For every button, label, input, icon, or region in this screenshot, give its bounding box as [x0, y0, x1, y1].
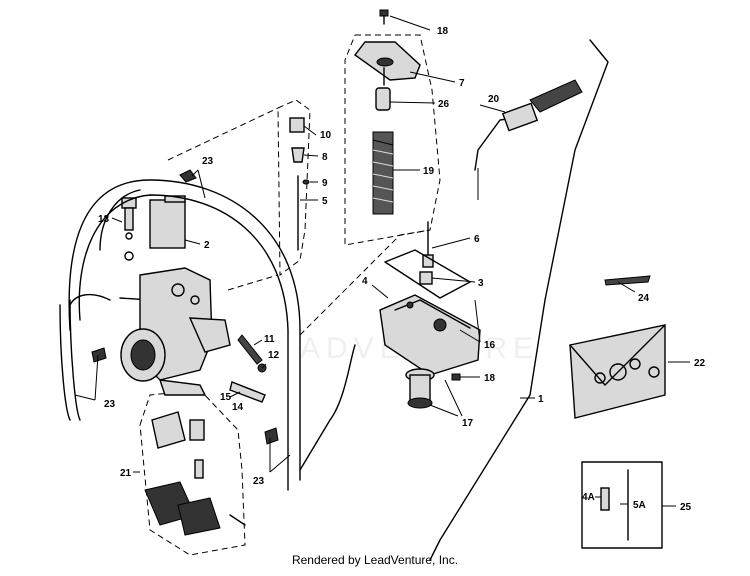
pin-24: [604, 275, 651, 286]
carburetor-body: [120, 267, 231, 396]
needle-holder-8: [291, 147, 305, 163]
needle-cap-10: [289, 117, 305, 133]
cable-elbow-20: [474, 79, 583, 200]
float-bowl-4: [379, 294, 481, 376]
callout-17: 17: [462, 418, 474, 429]
callout-7: 7: [459, 78, 465, 89]
callout-22: 22: [694, 358, 706, 369]
spring-19-coils: [372, 149, 394, 203]
spacer-26: [375, 87, 391, 111]
callout-13: 13: [98, 214, 110, 225]
guide-line-3: [299, 229, 431, 336]
screw-18-bowl: [451, 373, 461, 381]
slide-group-outline: [344, 34, 441, 246]
breather-hoses-23: [59, 179, 301, 491]
callout-15: 15: [220, 392, 232, 403]
callout-20: 20: [488, 94, 500, 105]
e-clip-9: [302, 179, 310, 185]
guide-line-1: [167, 107, 279, 161]
callout-10: 10: [320, 130, 332, 141]
needle-group-outline: [277, 99, 311, 276]
callout-12: 12: [268, 350, 280, 361]
callout-4: 4: [362, 276, 368, 287]
footer-credit: Rendered by LeadVenture, Inc.: [291, 553, 459, 567]
callout-16: 16: [484, 340, 496, 351]
screw-18-top: [379, 9, 389, 25]
tag-2: [149, 195, 186, 249]
callout-25: 25: [680, 502, 692, 513]
callout-19: 19: [423, 166, 435, 177]
callout-21: 21: [120, 468, 132, 479]
callout-26: 26: [438, 99, 450, 110]
idle-screw-15: [229, 381, 266, 403]
callout-23-left: 23: [104, 399, 116, 410]
callout-1: 1: [538, 394, 544, 405]
callout-5A: 5A: [633, 500, 646, 511]
leader-lines: [74, 15, 690, 507]
callout-2: 2: [204, 240, 210, 251]
guide-line-2: [227, 274, 279, 291]
clamp-23-top: [179, 169, 197, 183]
callout-6: 6: [474, 234, 480, 245]
envelope-22: [569, 324, 666, 419]
callout-5: 5: [322, 196, 328, 207]
kit-box-25: [581, 461, 663, 549]
callout-8: 8: [322, 152, 328, 163]
callout-3: 3: [478, 278, 484, 289]
slide-cap-7: [354, 41, 421, 86]
callout-18-bowl: 18: [484, 373, 496, 384]
main-jet-3: [419, 271, 433, 285]
callout-9: 9: [322, 178, 328, 189]
callout-4A: 4A: [582, 492, 595, 503]
callout-24: 24: [638, 293, 650, 304]
callout-14: 14: [232, 402, 244, 413]
callout-11: 11: [264, 334, 275, 345]
pilot-screw-13: [121, 197, 137, 261]
callout-18: 18: [437, 26, 449, 37]
assembly-boundary: [429, 39, 609, 561]
clamp-23-mid: [264, 427, 279, 445]
clamp-23-left: [91, 347, 107, 363]
drain-plug-17: [405, 368, 435, 409]
float-21: [144, 411, 246, 536]
overflow-hose: [299, 344, 356, 471]
callout-23-top: 23: [202, 156, 214, 167]
callout-23-bottom: 23: [253, 476, 265, 487]
